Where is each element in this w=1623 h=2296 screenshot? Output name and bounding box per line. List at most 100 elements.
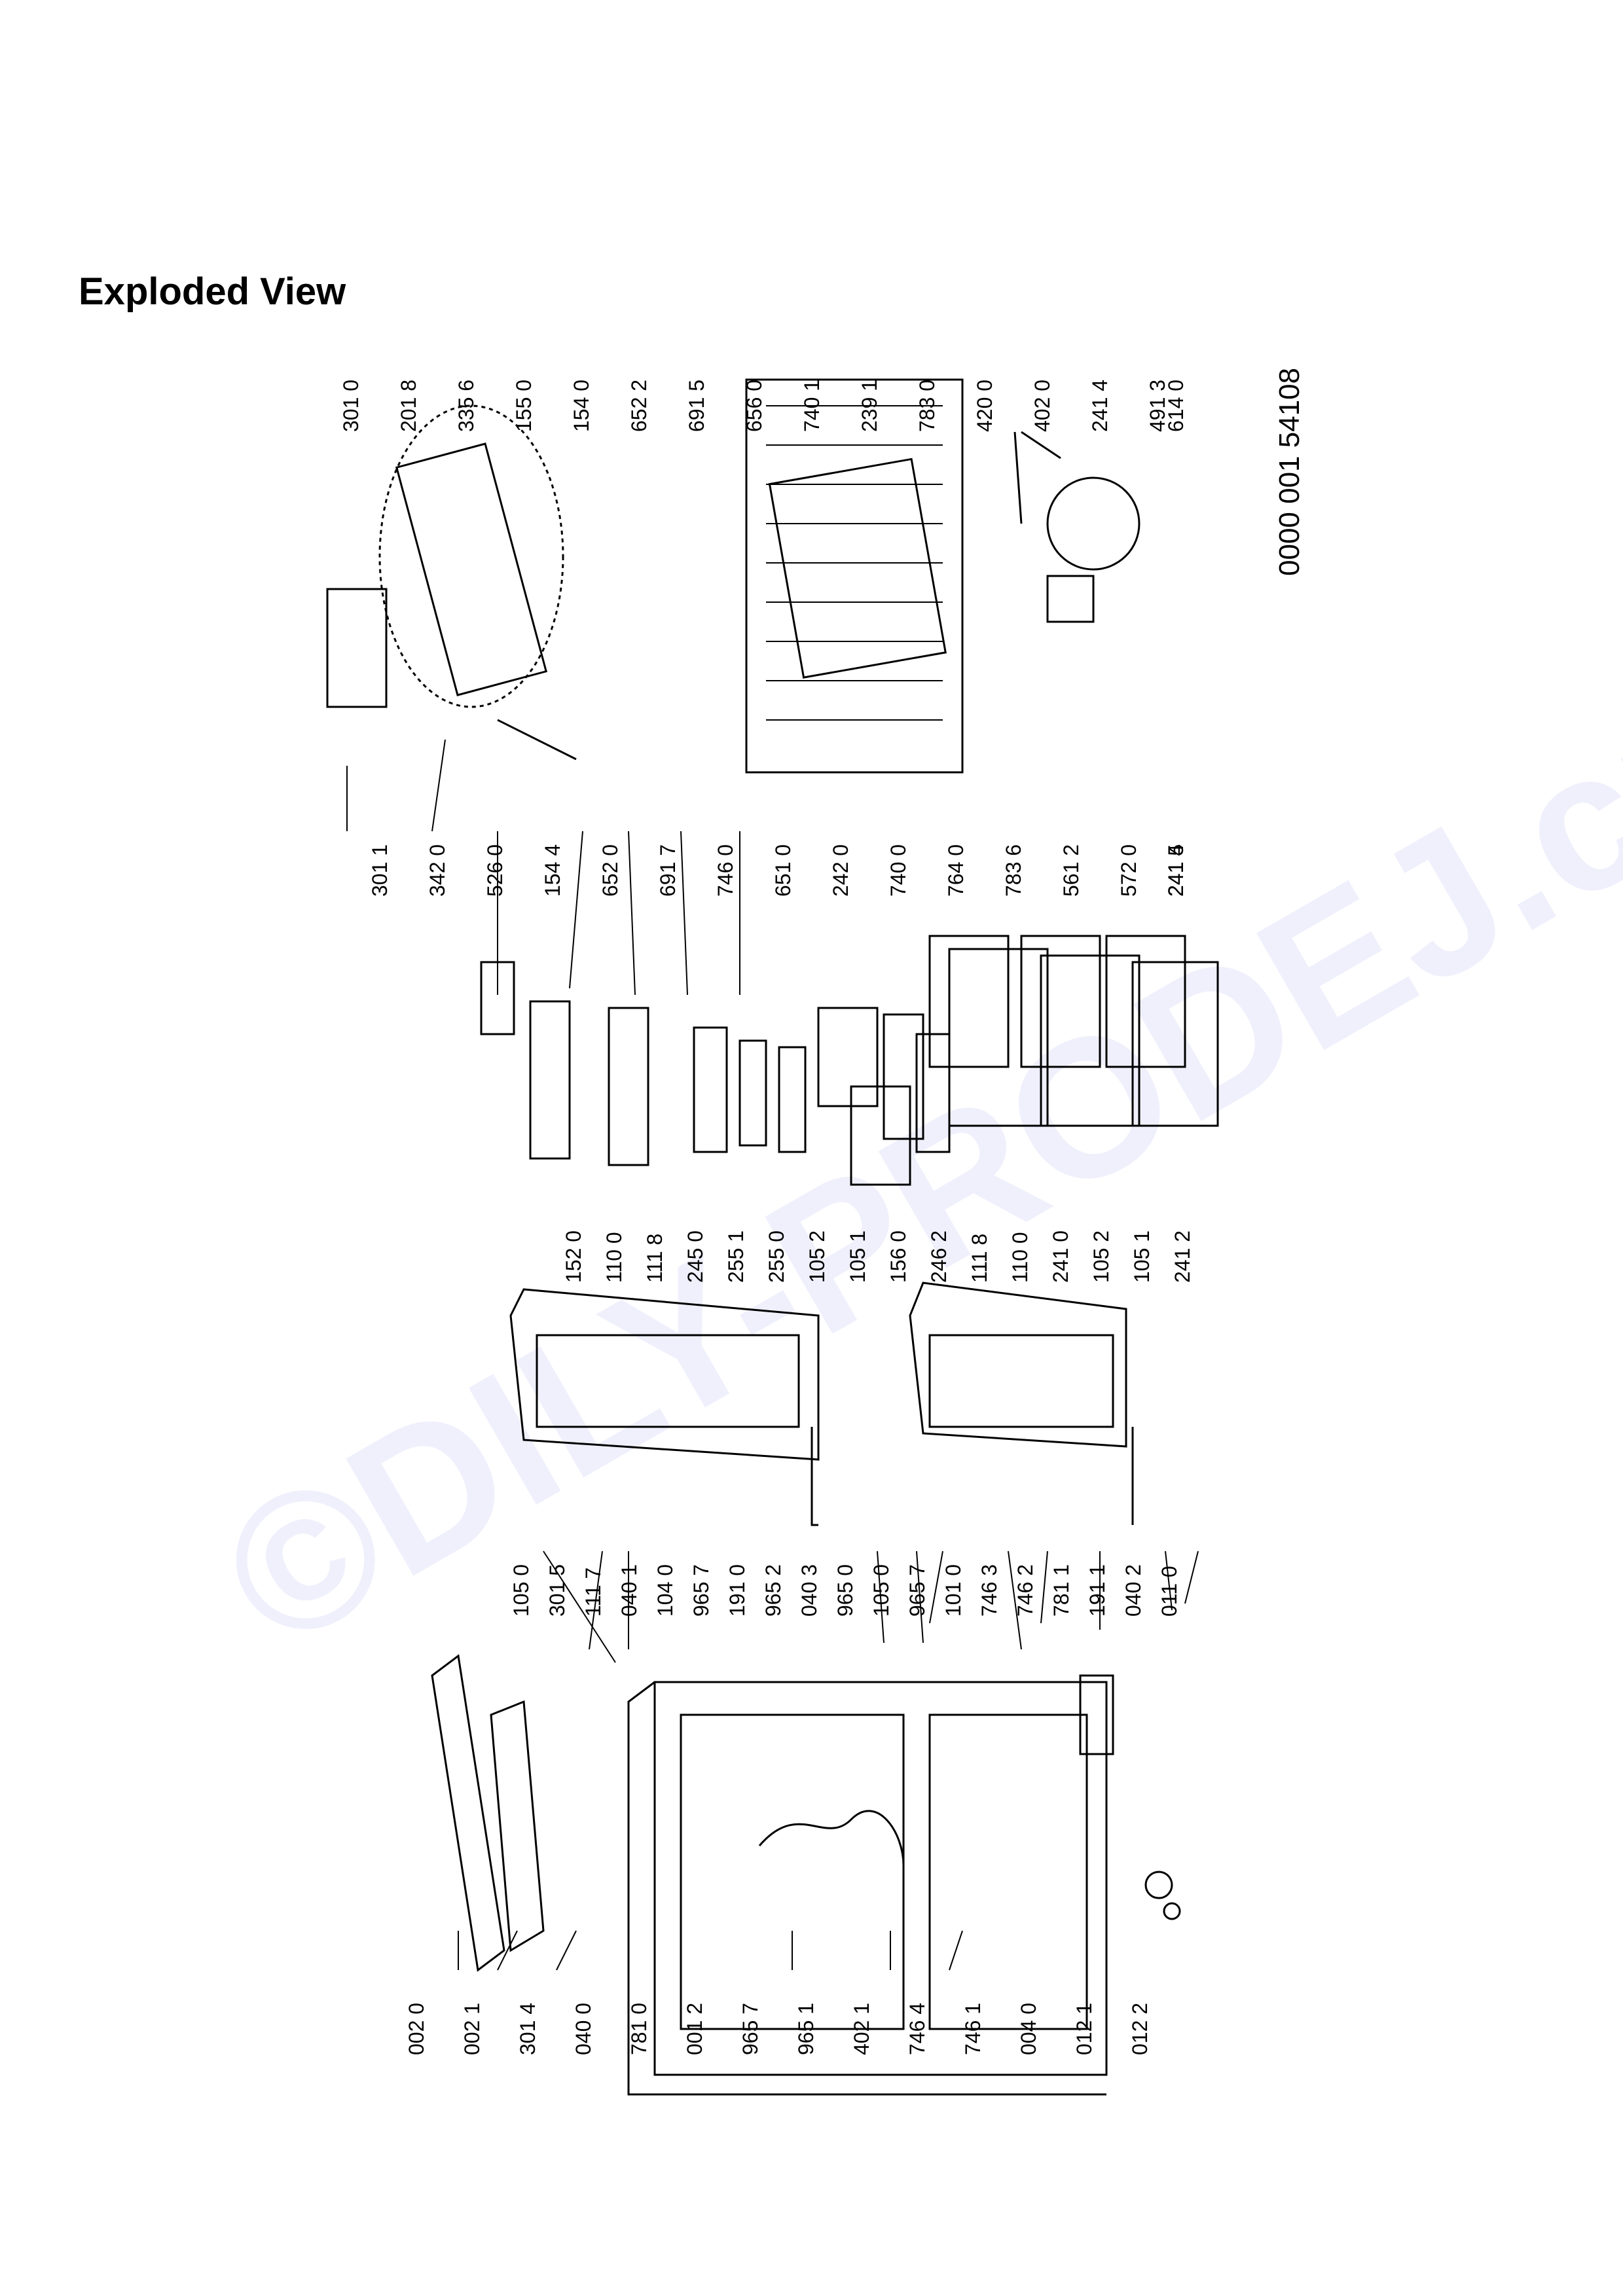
cover-plate [883,1013,924,1140]
part-number-label: 105 1 [1130,1230,1154,1283]
top-frame [490,1700,545,1952]
glass-shelf-3 [778,1046,807,1153]
drawer-1 [948,948,1049,1127]
part-number-label: 111 8 [968,1233,991,1283]
part-number-label: 002 0 [405,2002,428,2055]
leader-lines-top [346,739,740,996]
part-number-label: 420 0 [973,379,996,432]
cutaway [758,1810,905,1866]
control-panel [395,442,548,696]
part-number-label: 245 0 [684,1230,707,1283]
part-number-label: 652 0 [598,844,622,897]
document-number: 0000 001 54108 [1273,367,1305,576]
part-number-label: 301 1 [368,844,392,897]
part-number-label: 040 0 [572,2002,595,2055]
part-number-label: 156 0 [886,1230,910,1283]
part-number-label: 001 2 [683,2002,706,2055]
part-number-label: 746 0 [714,844,737,897]
leveling-foot [1163,1902,1181,1920]
part-number-label: 342 0 [426,844,449,897]
cabinet-side [627,1681,1106,2096]
part-number-label: 740 1 [800,379,824,432]
part-number-label: 656 0 [742,379,766,432]
part-number-label: 740 0 [886,844,910,897]
electronic-module [326,588,388,708]
part-number-label: 255 0 [765,1230,788,1283]
part-number-label: 101 0 [941,1564,965,1617]
part-number-label: 965 2 [761,1564,785,1617]
freezer-compartment [680,1713,905,2030]
part-number-label: 691 7 [656,844,680,897]
part-number-label: 651 0 [771,844,795,897]
drawer-lid-1 [928,935,1010,1068]
page-title: Exploded View [79,270,346,313]
foot [1144,1871,1173,1899]
part-number-label: 152 0 [562,1230,585,1283]
part-number-label: 241 2 [1171,1230,1194,1283]
hinge [1079,1674,1114,1755]
part-number-label: 105 0 [509,1564,533,1617]
drawer-lid-3 [1105,935,1186,1068]
part-number-label: 012 2 [1128,2002,1152,2055]
part-number-label: 652 2 [627,379,651,432]
crisper-box [817,1007,879,1107]
leader-lines-bottom [543,1551,1199,1663]
part-number-label: 561 2 [1059,844,1083,897]
upper-door-seal [811,1427,818,1526]
part-number-label: 783 6 [1002,844,1025,897]
part-number-label: 691 5 [685,379,708,432]
grid [915,1033,951,1153]
part-number-label: 110 0 [602,1232,626,1283]
part-number-label: 965 7 [689,1564,713,1617]
relay [1046,575,1095,623]
part-number-label: 110 0 [1008,1232,1032,1283]
part-number-label: 526 0 [483,844,507,897]
lower-door [909,1282,1127,1448]
control-panel-outline [378,404,564,708]
part-number-label: 105 2 [805,1230,829,1283]
part-number-label: 746 4 [905,2002,929,2055]
evaporator-plate [745,378,964,774]
bottle-shelf [529,1000,571,1160]
part-number-label: 746 1 [961,2002,985,2055]
part-number-label: 201 8 [397,379,420,432]
part-number-label: 105 0 [869,1564,893,1617]
part-number-label: 614 0 [1164,379,1188,432]
part-number-label: 746 2 [1013,1564,1037,1617]
part-number-label: 040 1 [617,1564,641,1617]
part-number-label: 301 4 [516,2002,539,2055]
pipe [1013,431,1061,524]
part-number-label: 111 8 [643,1233,666,1283]
part-number-label: 040 2 [1122,1564,1145,1617]
part-number-label: 191 0 [725,1564,749,1617]
leader-lines-cabinet [458,1930,963,1971]
part-number-label: 191 1 [1085,1564,1109,1617]
part-number-label: 154 4 [541,844,564,897]
part-number-label: 335 6 [454,379,478,432]
crisper-box-2 [850,1085,911,1186]
part-number-label: 965 7 [905,1564,929,1617]
part-number-label: 011 0 [1158,1566,1181,1617]
part-number-label: 154 0 [570,379,593,432]
lower-door-panel [928,1334,1114,1428]
door-shelf [608,1007,649,1166]
part-number-label: 241 4 [1088,379,1112,432]
part-number-label: 764 0 [944,844,968,897]
cable [497,719,577,761]
part-number-label: 002 1 [460,2002,484,2055]
part-number-label: 402 1 [850,2002,873,2055]
part-number-label: 402 0 [1030,379,1054,432]
upper-door-panel [536,1334,800,1428]
upper-door [509,1288,820,1461]
part-number-label: 241 0 [1049,1230,1072,1283]
top-cover [431,1654,505,1972]
part-number-label: 246 2 [927,1230,951,1283]
compressor [1046,476,1140,571]
part-number-label: 965 1 [794,2002,818,2055]
glass-shelf-2 [739,1039,767,1147]
part-number-label: 965 7 [739,2002,762,2055]
part-number-label: 746 3 [977,1564,1001,1617]
part-number-label: 241 5 [1164,844,1188,897]
